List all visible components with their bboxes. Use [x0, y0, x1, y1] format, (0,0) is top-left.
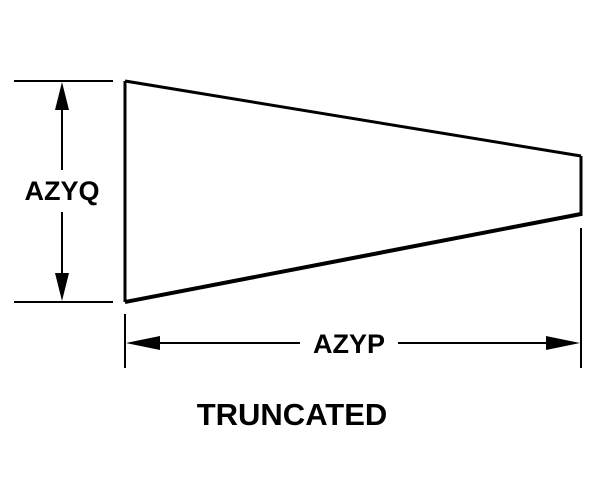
shape-bottom-edge: [124, 212, 582, 304]
shape-top-edge: [124, 79, 582, 158]
diagram-caption: TRUNCATED: [197, 397, 388, 432]
height-label-background: [16, 172, 108, 208]
length-arrow-right: [546, 336, 580, 350]
length-label: AZYP: [313, 329, 385, 359]
height-label: AZYQ: [24, 176, 99, 206]
height-arrow-up: [55, 82, 69, 110]
truncated-shape: [123, 79, 583, 304]
height-arrow-down: [55, 273, 69, 301]
length-arrow-left: [126, 336, 160, 350]
length-dimension: [124, 228, 582, 368]
height-dimension: [14, 80, 113, 303]
